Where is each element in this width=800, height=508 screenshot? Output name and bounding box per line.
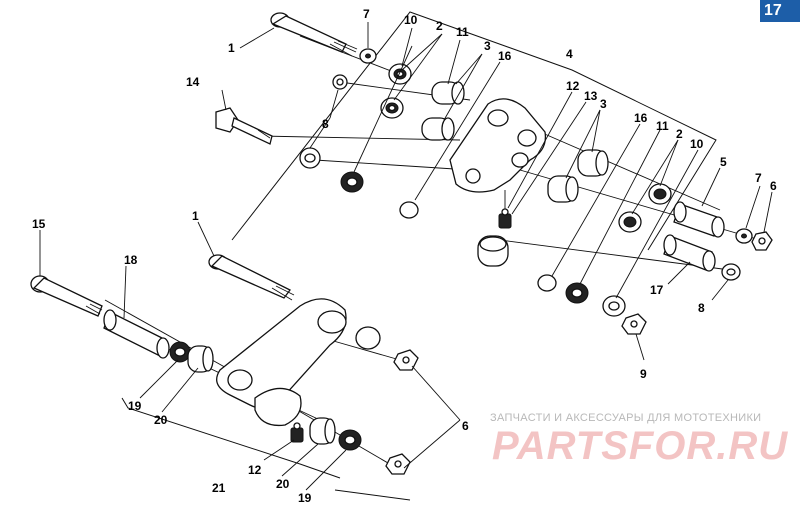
seal-upper: [340, 171, 364, 193]
watermark-tagline: ЗАПЧАСТИ И АКСЕССУАРЫ ДЛЯ МОТОТЕХНИКИ: [490, 412, 762, 424]
callout-12-top: 12: [566, 79, 580, 93]
callout-20-lower: 20: [276, 477, 290, 491]
sleeve-18: [103, 309, 170, 359]
callout-18: 18: [124, 253, 138, 267]
callout-12-lower: 12: [248, 463, 262, 477]
callout-2-right: 2: [676, 127, 683, 141]
callout-8-left: 8: [322, 117, 329, 131]
callout-16-top: 16: [498, 49, 512, 63]
washer-top: [359, 48, 377, 64]
seal-lower-b: [338, 429, 362, 451]
nut-right: [751, 231, 773, 251]
callout-4: 4: [566, 47, 573, 61]
rocker-link: [449, 98, 547, 218]
bushing-upper-a: [431, 81, 465, 105]
grease-nipple-lower: [290, 422, 304, 443]
callout-3-top: 3: [484, 39, 491, 53]
bushing-right-a: [577, 149, 609, 177]
callout-15: 15: [32, 217, 46, 231]
callout-8-right: 8: [698, 301, 705, 315]
callout-10-top: 10: [404, 13, 418, 27]
washer-right: [735, 228, 753, 244]
callout-16-right: 16: [634, 111, 648, 125]
callout-11-right: 11: [656, 119, 669, 133]
bearing-right-b: [618, 211, 642, 233]
assembly-brackets: [121, 11, 717, 501]
callout-19-left: 19: [128, 399, 142, 413]
circlip-right: [537, 274, 557, 292]
bearing-right-a: [648, 183, 672, 205]
sleeve-5: [673, 201, 725, 238]
seal-right: [565, 282, 589, 304]
spacer-10: [602, 295, 626, 317]
callout-13: 13: [584, 89, 598, 103]
callout-19-lower: 19: [298, 491, 312, 505]
callout-7-top: 7: [363, 7, 370, 21]
bushing-lower-rocker: [477, 235, 509, 267]
bearing-upper-a: [388, 63, 412, 85]
bushing-lower-a: [187, 345, 214, 373]
grease-nipple-upper: [498, 208, 512, 229]
callout-2-top: 2: [436, 19, 443, 33]
callout-6-right: 6: [770, 179, 777, 193]
spacer-8-mid: [299, 147, 321, 169]
callout-21: 21: [212, 481, 226, 495]
watermark-logo: PARTSFOR.RU: [492, 424, 789, 468]
page-number: 17: [764, 2, 782, 19]
circlip-upper: [399, 201, 419, 219]
callout-7-right: 7: [755, 171, 762, 185]
page-number-badge: 17: [760, 0, 800, 22]
bushing-lower-b: [309, 417, 336, 445]
callout-3-right: 3: [600, 97, 607, 111]
bushing-right-b: [547, 175, 579, 203]
bearing-upper-b: [380, 97, 404, 119]
bolt-hex-14: [215, 107, 273, 145]
spacer-8-right: [721, 263, 741, 281]
sleeve-17: [663, 234, 716, 272]
callout-9: 9: [640, 367, 647, 381]
callout-labels: 1 7 10 2 11 3 16 4 14 8 12 13 3 16 11 2 …: [32, 7, 777, 505]
bolt-long-15: [30, 275, 103, 317]
bolt-long-lower: [208, 254, 295, 301]
callout-20-left: 20: [154, 413, 168, 427]
callout-1-top: 1: [228, 41, 235, 55]
spacer-8-top: [332, 74, 348, 90]
callout-1-lower: 1: [192, 209, 199, 223]
assembly-axis-lines: [104, 35, 761, 471]
nut-lower-b: [385, 453, 411, 475]
seal-lower-a: [169, 341, 191, 363]
bolt-long-top: [270, 12, 358, 57]
callout-10-right: 10: [690, 137, 704, 151]
callout-17: 17: [650, 283, 664, 297]
nut-9: [621, 313, 647, 335]
callout-11-top: 11: [456, 25, 469, 39]
callout-14: 14: [186, 75, 200, 89]
nut-lower-a: [393, 349, 419, 371]
callout-6-lower: 6: [462, 419, 469, 433]
lower-link-arm: [216, 298, 381, 427]
leader-lines: [39, 22, 773, 491]
bushing-upper-b: [421, 117, 455, 141]
callout-5: 5: [720, 155, 727, 169]
